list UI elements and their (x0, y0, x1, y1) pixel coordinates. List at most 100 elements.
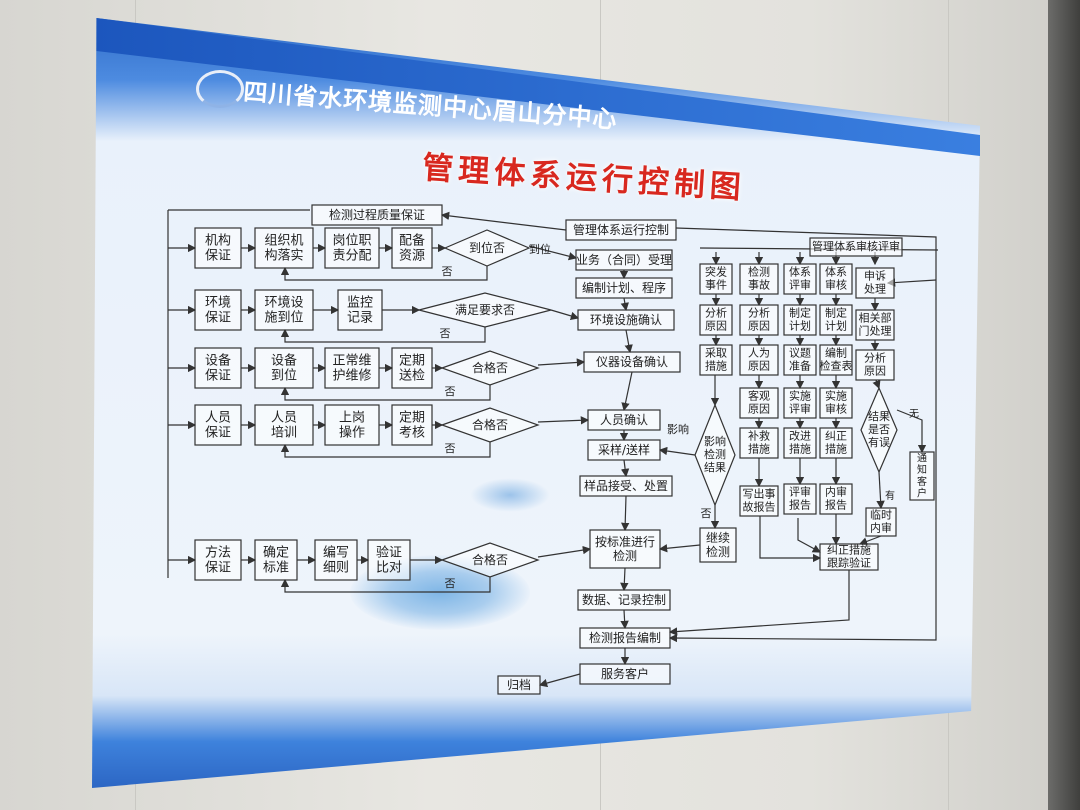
label-c3: 体系评审 (789, 265, 811, 292)
label-corrective: 纠正措施跟踪验证 (827, 543, 871, 570)
edge-label-no: 否 (440, 327, 451, 340)
label-decision-d5: 合格否 (472, 552, 508, 567)
box-r5c (314, 539, 358, 581)
box-c4d (819, 387, 853, 419)
label-c2d: 客观原因 (748, 389, 770, 416)
box-c2b (739, 304, 779, 336)
box-service (579, 663, 671, 685)
label-r4d: 定期考核 (399, 410, 425, 440)
label-c2: 检测事故 (748, 265, 770, 292)
decision-d3 (440, 350, 540, 386)
connector (280, 327, 486, 343)
connector (624, 329, 633, 354)
label-c5: 申诉处理 (864, 270, 886, 296)
label-c4: 体系审核 (825, 265, 847, 292)
connector (537, 358, 586, 367)
box-r3c (324, 347, 380, 389)
label-r1b: 组织机构落实 (264, 233, 303, 263)
label-c2f: 写出事故报告 (743, 487, 776, 514)
box-c4b (819, 304, 853, 336)
connector (528, 245, 578, 261)
decision-error (860, 386, 898, 474)
label-center: 管理体系运行控制 (573, 222, 669, 237)
connector (621, 495, 630, 532)
decision-impact (694, 403, 736, 507)
label-r4b: 人员培训 (271, 410, 297, 440)
box-c4c (819, 344, 853, 376)
edge-label-no: 否 (445, 577, 456, 590)
box-test (589, 529, 661, 569)
label-r2c: 监控记录 (347, 295, 373, 325)
label-c3c: 议题准备 (789, 347, 811, 373)
connector (621, 371, 633, 412)
label-r1: 机构保证 (205, 233, 231, 263)
label-plan: 编制计划、程序 (582, 280, 666, 295)
box-c5 (855, 267, 895, 299)
label-c5b: 相关部门处理 (859, 311, 892, 338)
box-c2d (739, 387, 779, 419)
label-r5: 方法保证 (205, 544, 231, 575)
box-r5 (194, 539, 242, 581)
box-c1c (699, 344, 733, 376)
connector (658, 446, 696, 456)
logo-icon (196, 70, 244, 108)
label-decision-d4: 合格否 (472, 417, 508, 432)
box-notify (909, 451, 935, 501)
label-r5c: 编写细则 (323, 545, 349, 575)
box-r2 (194, 289, 242, 331)
connector (886, 278, 937, 287)
label-c4c: 编制检查表 (820, 346, 853, 373)
label-r2b: 环境设施到位 (264, 295, 303, 325)
label-c1: 突发事件 (705, 265, 727, 292)
label-c3e: 改进措施 (789, 429, 811, 456)
box-r2b (254, 289, 314, 331)
edge-label-impact: 影响 (667, 423, 689, 436)
edge-label-yes: 有 (885, 489, 895, 502)
connector (858, 535, 882, 546)
label-notify: 通知客户 (917, 453, 927, 500)
connector (896, 409, 927, 454)
label-decision-error: 结果是否有误 (868, 410, 890, 449)
edge-label-arrive: 到位 (529, 242, 551, 256)
box-r1 (194, 227, 242, 269)
label-decision-d3: 合格否 (472, 360, 508, 375)
label-qc: 检测过程质量保证 (329, 207, 425, 222)
box-c5d (865, 507, 897, 537)
label-r4: 人员保证 (205, 410, 231, 440)
label-receive: 样品接受、处置 (584, 478, 668, 493)
connector (620, 567, 629, 592)
box-plan (575, 277, 673, 299)
box-r4 (194, 404, 242, 446)
label-r1c: 岗位职责分配 (332, 233, 371, 263)
box-r4c (324, 404, 380, 446)
label-c5c: 分析原因 (864, 351, 886, 378)
connector (620, 459, 630, 478)
label-c3b: 制定计划 (789, 306, 811, 333)
box-c3 (783, 263, 817, 295)
label-c3d: 实施评审 (789, 389, 811, 416)
box-accept (575, 249, 673, 271)
decision-d4 (440, 407, 540, 443)
label-r1d: 配备资源 (399, 232, 425, 263)
edge-label-no: 否 (701, 507, 712, 520)
label-archive: 归档 (507, 678, 531, 692)
connector (658, 544, 701, 553)
box-c4 (819, 263, 853, 295)
box-r1c (324, 227, 380, 269)
label-c4e: 纠正措施 (825, 430, 847, 456)
label-r4c: 上岗操作 (339, 410, 365, 440)
box-c2 (739, 263, 779, 295)
connector (440, 211, 567, 231)
box-env_confirm (577, 309, 675, 331)
label-review: 管理体系审核评审 (812, 239, 900, 253)
label-accept: 业务（合同）受理 (576, 252, 672, 267)
connector (668, 227, 937, 643)
connector (538, 673, 581, 688)
connector (550, 309, 580, 320)
label-c4d: 实施审核 (825, 389, 847, 416)
box-report (579, 627, 671, 649)
box-r1d (391, 227, 433, 269)
edge-label-none: 无 (909, 409, 919, 420)
connector (872, 379, 881, 390)
